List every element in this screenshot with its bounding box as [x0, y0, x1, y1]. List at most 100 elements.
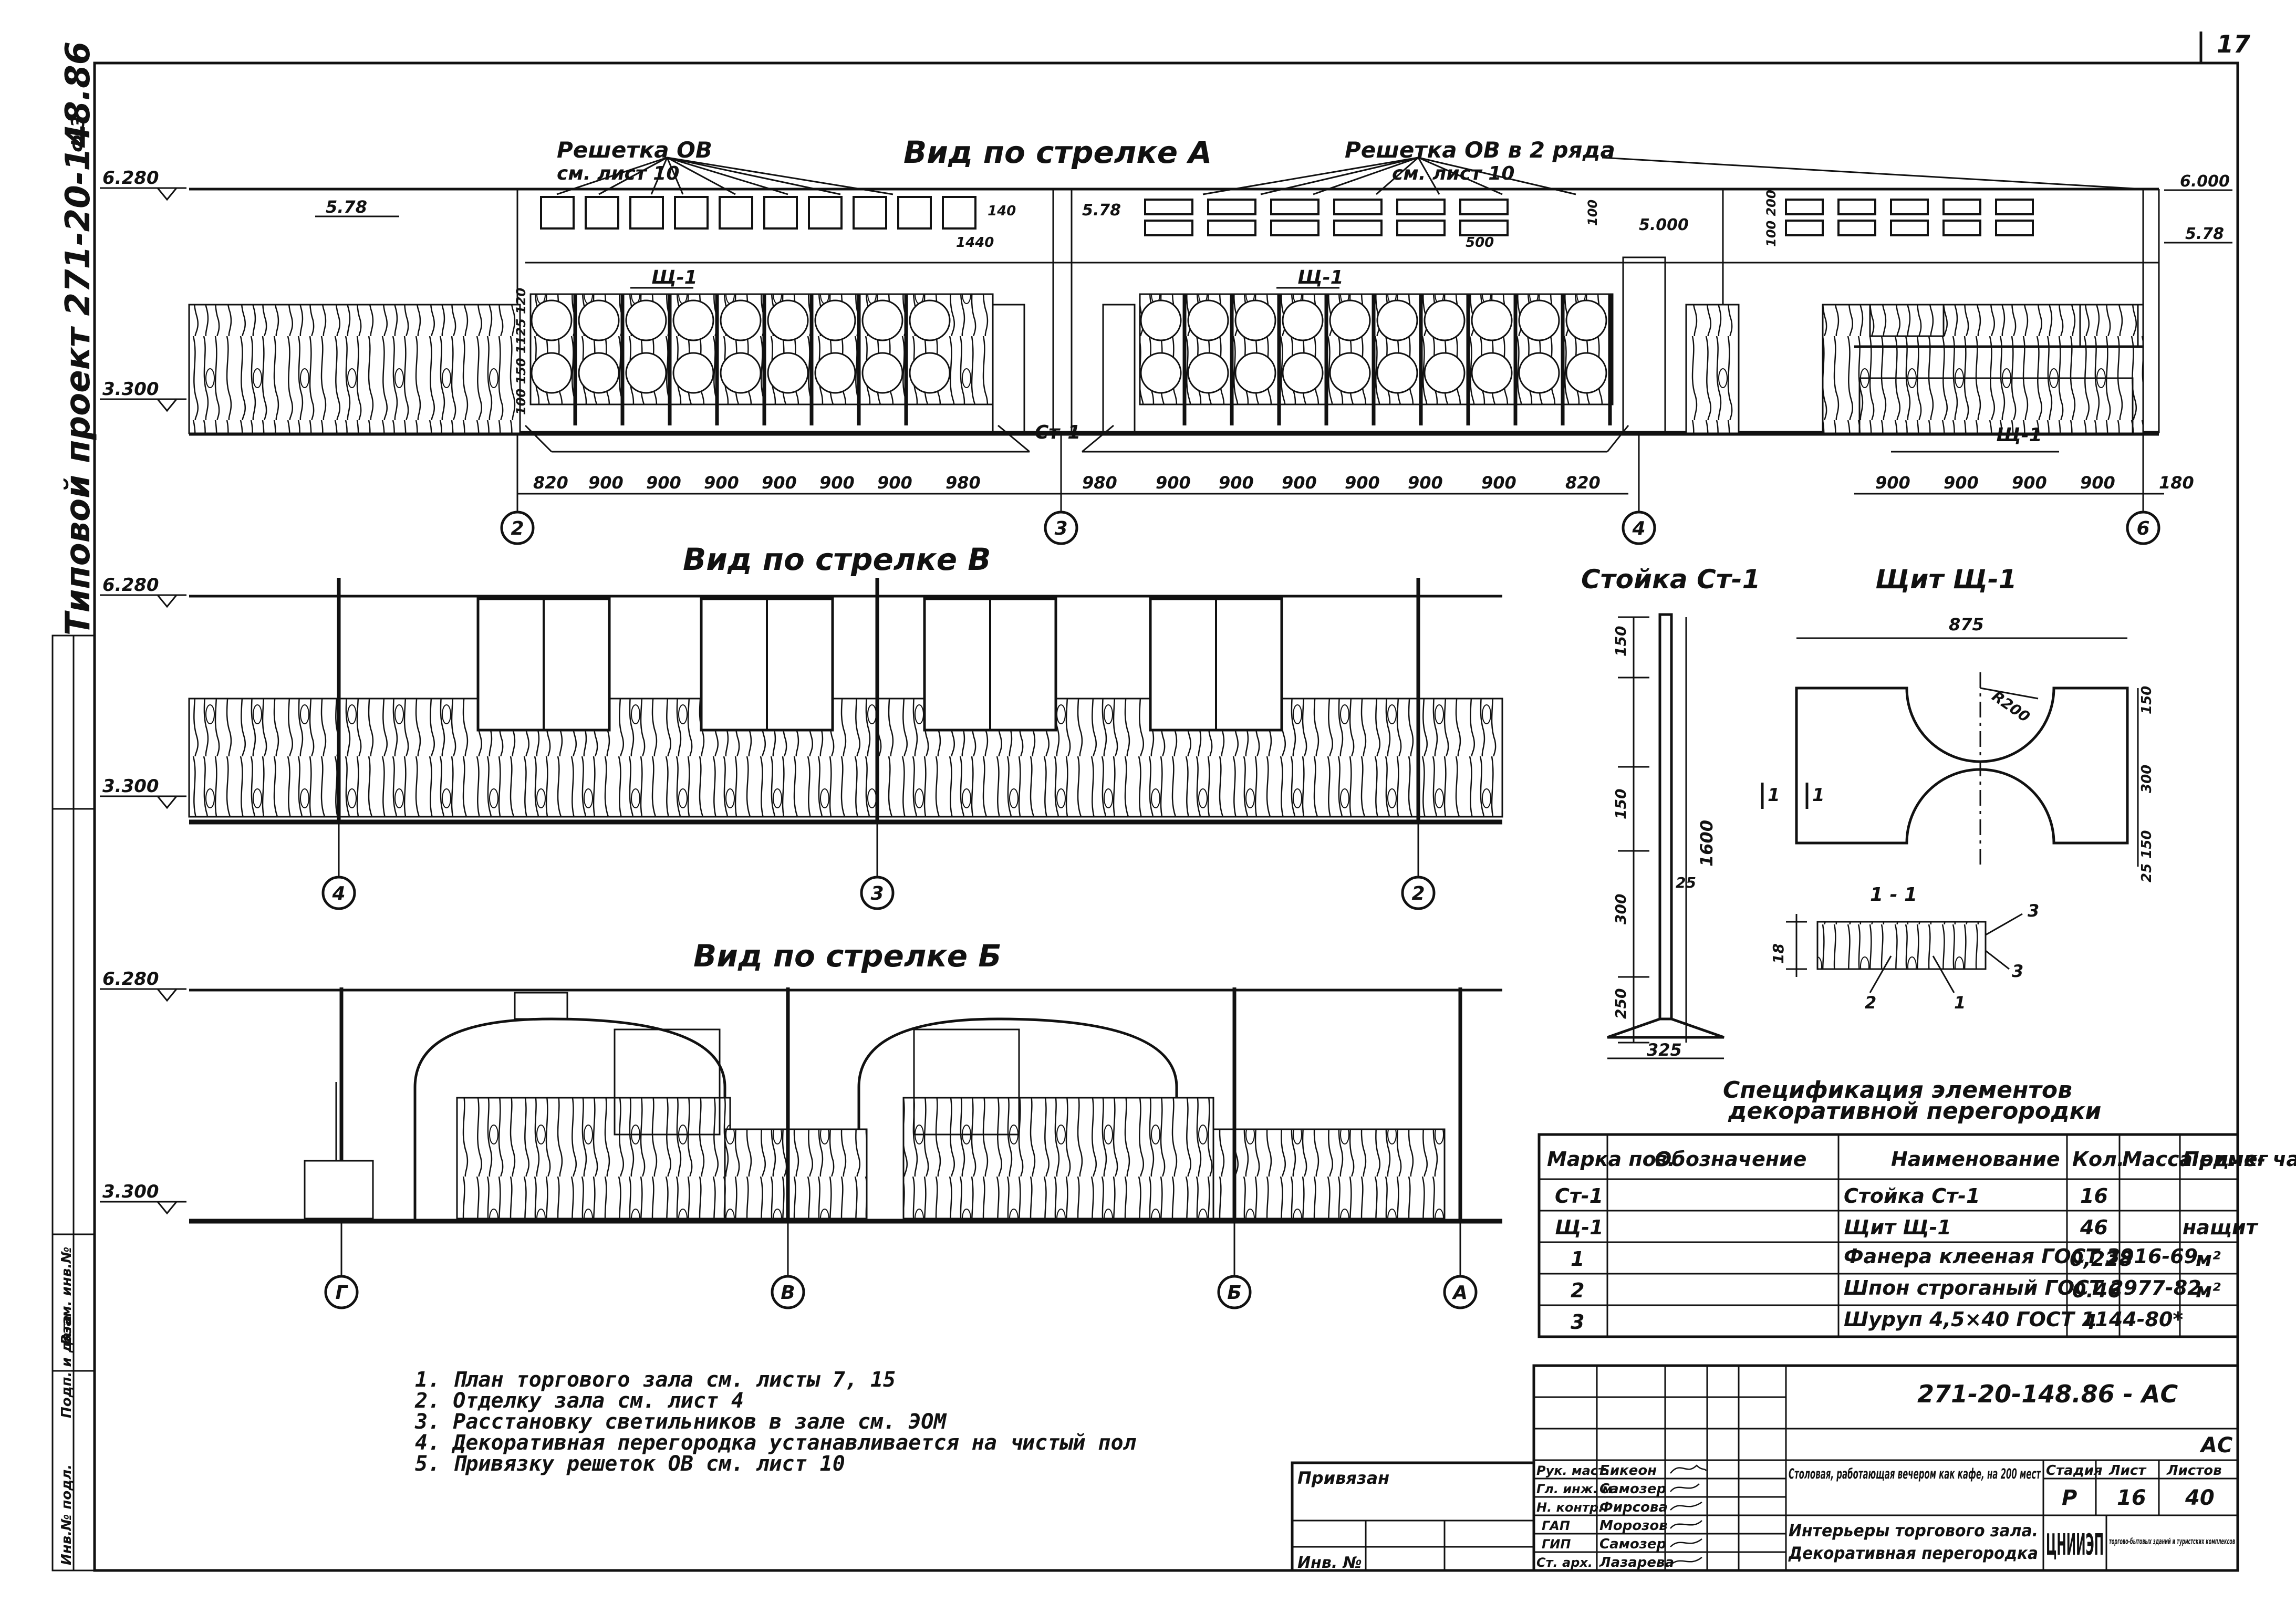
- view-b-wall-panel-2: [724, 1128, 868, 1220]
- post-label: Ст-1: [1035, 422, 1081, 443]
- privyazan-label: Привязан: [1297, 1468, 1389, 1488]
- spec-r2-mark: 1: [1571, 1247, 1584, 1271]
- view-v: Вид по стрелке В 6.280 3.300 4 3: [100, 542, 1503, 910]
- note-1: 1. План торгового зала см. листы 7, 15: [415, 1368, 896, 1392]
- tb-role-0: Рук. маст.: [1536, 1463, 1610, 1478]
- dim-b-19: 900: [2080, 473, 2115, 493]
- dim-100-200: 100 200: [1764, 190, 1779, 247]
- spec-header-designation: Обозначение: [1655, 1148, 1806, 1171]
- axis-b-v: В: [781, 1282, 795, 1304]
- spec-r4-name: Шуруп 4,5×40 ГОСТ 1144-80*: [1844, 1308, 2183, 1331]
- level-a-4: 5.78: [1082, 201, 1121, 220]
- spec-header-mass: Масса ед. кг: [2122, 1148, 2268, 1171]
- spec-header-mark: Марка поз.: [1547, 1148, 1675, 1171]
- tb-lists-header: Листов: [2166, 1463, 2222, 1479]
- level-a-3: 5.78: [326, 197, 367, 217]
- axis-a-6: 6: [2136, 518, 2149, 539]
- axis-b-g: Г: [336, 1282, 349, 1304]
- tb-role-2: Н. контр.: [1536, 1500, 1603, 1515]
- tb-org-sub: торгово-бытовых зданий и туристских комп…: [2109, 1536, 2235, 1546]
- dim-b-7: 980: [946, 473, 981, 493]
- side-box-2: Подп. и дата: [59, 1315, 75, 1418]
- spec-r1-name: Щит Щ-1: [1844, 1216, 1951, 1239]
- partition-left: [529, 293, 1025, 434]
- tb-list-header: Лист: [2108, 1463, 2147, 1479]
- side-small: Ф.3: [68, 116, 89, 152]
- shield-dim-875: 875: [1949, 615, 1984, 634]
- post-dim-250: 250: [1612, 988, 1629, 1019]
- tb-role-5: Ст. арх.: [1536, 1555, 1593, 1570]
- dim-b-18: 900: [2012, 473, 2047, 493]
- section-mark-1b: 1: [1812, 785, 1825, 806]
- view-a: Вид по стрелке А Решетка ОВ см. лист 10 …: [100, 134, 2232, 545]
- view-a-bottom-dims: 820 900 900 900 900 900 900 980 980 900 …: [533, 473, 2194, 493]
- spec-r3-qty: 0.46: [2072, 1279, 2122, 1302]
- view-v-windows: [476, 597, 1283, 732]
- section-title: 1 - 1: [1870, 884, 1917, 906]
- view-a-wall-panel-left: [188, 304, 521, 434]
- dim-b-9: 900: [1156, 473, 1191, 493]
- dim-140: 140: [988, 203, 1016, 219]
- post-dim-25: 25: [1676, 874, 1696, 891]
- level-a-5: 5.000: [1639, 216, 1689, 234]
- spec-header-name: Наименование: [1891, 1148, 2060, 1171]
- view-a-grille-label-1: Решетка ОВ: [557, 137, 712, 163]
- callout-3b: 3: [2012, 961, 2023, 981]
- dim-partition-vert: 100 150 1125 120: [514, 288, 528, 415]
- view-a-levels: 6.280 3.300 5.78 5.78 5.000 6.000 5.78: [100, 168, 2232, 412]
- callout-2: 2: [1865, 993, 1876, 1013]
- shield-dim-300: 300: [2139, 765, 2155, 793]
- view-v-wall-panel: [188, 698, 1503, 818]
- dim-b-13: 900: [1408, 473, 1443, 493]
- post-dim-325: 325: [1647, 1040, 1682, 1060]
- tb-name-2: Фирсова: [1599, 1500, 1668, 1515]
- spec-table: Спецификация элементов декоративной пере…: [1537, 1077, 2296, 1338]
- view-b-wall-panel-1: [456, 1097, 731, 1220]
- dim-b-8: 980: [1082, 473, 1117, 493]
- side-box-1: Инв.№ подл.: [59, 1464, 75, 1565]
- spec-r0-qty: 16: [2080, 1184, 2108, 1208]
- spec-r3-note: м²: [2196, 1279, 2221, 1302]
- tb-role-4: ГИП: [1542, 1537, 1571, 1552]
- view-a-wall-panel-right: [1685, 304, 1740, 434]
- post-leaders: [524, 424, 2059, 453]
- spec-r3-name: Шпон строганый ГОСТ 2977-82: [1844, 1276, 2201, 1299]
- level-b-1: 6.280: [102, 969, 159, 990]
- axis-v-3: 3: [870, 883, 884, 904]
- view-b-axes: Г В Б А: [324, 1221, 1478, 1309]
- tb-list: 16: [2117, 1486, 2146, 1510]
- dim-100: 100: [1585, 200, 1600, 226]
- post-dim-1600: 1600: [1697, 820, 1717, 867]
- view-b-wall-panel-4: [1212, 1128, 1446, 1220]
- counter-right: [1854, 304, 2143, 434]
- shield-label-1: Щ-1: [651, 267, 698, 288]
- note-5: 5. Привязку решеток ОВ см. лист 10: [415, 1452, 845, 1476]
- privyazan-inv: Инв. №: [1297, 1554, 1362, 1572]
- shield-dim-150: 150: [2139, 686, 2155, 714]
- dim-b-17: 900: [1944, 473, 1979, 493]
- shield-label-3: Щ-1: [1996, 424, 2042, 446]
- title-block: 271-20-148.86 - АС АС Рук. маст. Гл. инж…: [1532, 1364, 2239, 1572]
- grilles-row-1: [540, 196, 976, 230]
- axis-a-2: 2: [511, 518, 524, 539]
- tb-name-5: Лазарева: [1599, 1555, 1674, 1570]
- dim-b-4: 900: [762, 473, 797, 493]
- spec-title-2: декоративной перегородки: [1728, 1098, 2101, 1125]
- level-b-2: 3.300: [102, 1181, 159, 1202]
- tb-stage: Р: [2062, 1486, 2077, 1510]
- level-v-2: 3.300: [102, 776, 159, 797]
- tb-name-4: Самозер: [1599, 1536, 1666, 1552]
- spec-r3-mark: 2: [1571, 1279, 1584, 1302]
- axis-v-4: 4: [331, 883, 345, 904]
- view-b-title: Вид по стрелке Б: [693, 938, 1001, 974]
- spec-r0-name: Стойка Ст-1: [1844, 1184, 1980, 1208]
- view-b: Вид по стрелке Б 6.280 3.300 Г: [100, 938, 1502, 1309]
- spec-r2-name: Фанера клееная ГОСТ 3916-69: [1844, 1245, 2198, 1268]
- level-a-7: 5.78: [2185, 225, 2224, 243]
- dim-1440: 1440: [956, 235, 994, 251]
- dim-b-20: 180: [2159, 473, 2194, 493]
- spec-header-note: Приме- чание: [2183, 1148, 2296, 1171]
- spec-r1-note: нащит: [2183, 1216, 2259, 1239]
- section-mark-1a: 1: [1768, 785, 1780, 806]
- shield-detail-title: Щит Щ-1: [1875, 564, 2017, 595]
